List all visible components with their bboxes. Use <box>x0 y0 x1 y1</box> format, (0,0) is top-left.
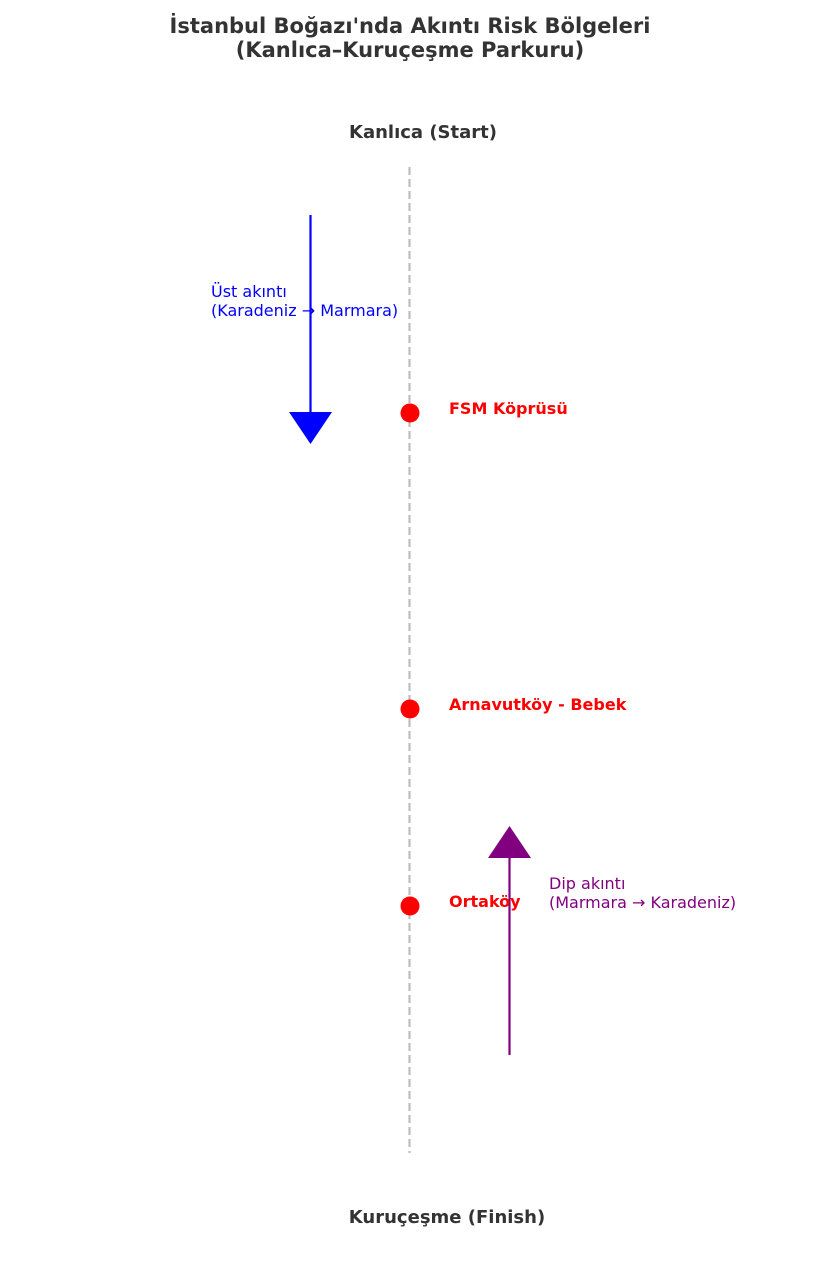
bottom-current-label-line1: Dip akıntı <box>549 874 625 893</box>
surface-current-arrow <box>289 215 332 444</box>
risk-label-fsm: FSM Köprüsü <box>449 399 568 418</box>
risk-zone-arnavutkoy-bebek: Arnavutköy - Bebek <box>400 695 627 719</box>
risk-zone-fsm: FSM Köprüsü <box>400 399 568 423</box>
surface-current-label-line2: (Karadeniz → Marmara) <box>211 301 398 320</box>
risk-label-ortakoy: Ortaköy <box>449 892 521 911</box>
risk-marker-arnavutkoy-bebek <box>400 699 420 719</box>
diagram-title-line1: İstanbul Boğazı'nda Akıntı Risk Bölgeler… <box>170 13 651 38</box>
risk-marker-fsm <box>400 403 420 423</box>
risk-label-arnavutkoy-bebek: Arnavutköy - Bebek <box>449 695 627 714</box>
risk-zone-ortakoy: Ortaköy <box>400 892 521 916</box>
surface-current-arrowhead <box>289 412 332 444</box>
risk-marker-ortakoy <box>400 896 420 916</box>
surface-current-label-line1: Üst akıntı <box>211 282 287 301</box>
bottom-current-label-line2: (Marmara → Karadeniz) <box>549 893 736 912</box>
bottom-current-label: Dip akıntı (Marmara → Karadeniz) <box>549 874 736 912</box>
surface-current-label: Üst akıntı (Karadeniz → Marmara) <box>211 282 398 320</box>
start-label: Kanlıca (Start) <box>349 122 497 143</box>
bottom-current-arrowhead <box>488 826 531 858</box>
finish-label: Kuruçeşme (Finish) <box>349 1207 545 1228</box>
bottom-current-arrow <box>488 826 531 1055</box>
diagram-title-line2: (Kanlıca–Kuruçeşme Parkuru) <box>236 38 584 62</box>
